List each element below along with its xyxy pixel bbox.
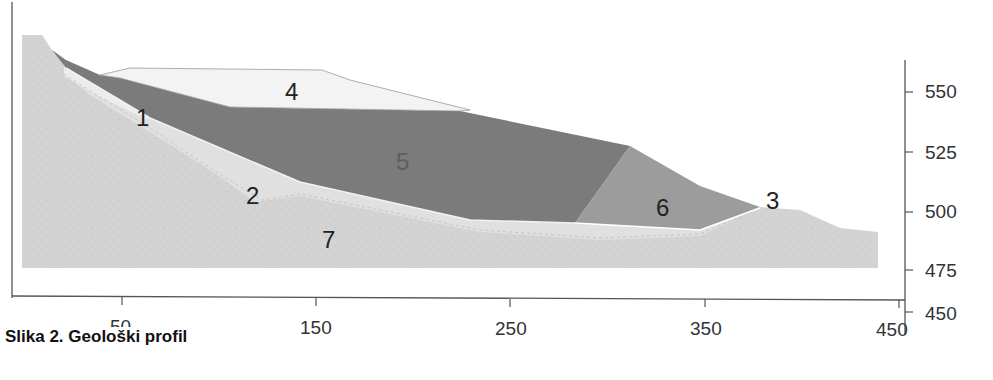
region-number: 2	[246, 184, 259, 208]
axis-value: 550	[925, 82, 957, 101]
region-number: 1	[136, 106, 149, 130]
region-number: 6	[656, 196, 669, 220]
axis-value: 525	[925, 143, 957, 162]
axis-value: 500	[925, 202, 957, 221]
axis-value: 250	[495, 319, 527, 338]
region-number: 5	[396, 150, 409, 174]
axis-value: 150	[300, 318, 332, 337]
region-number: 7	[322, 228, 335, 252]
axis-value: 475	[925, 261, 957, 280]
axis-value: 450	[876, 320, 908, 339]
axis-value: 450	[925, 304, 957, 323]
figure-caption: Slika 2. Geološki profil	[3, 327, 189, 346]
region-number: 3	[766, 189, 779, 213]
region-number: 4	[285, 80, 298, 104]
axis-value: 350	[690, 319, 722, 338]
